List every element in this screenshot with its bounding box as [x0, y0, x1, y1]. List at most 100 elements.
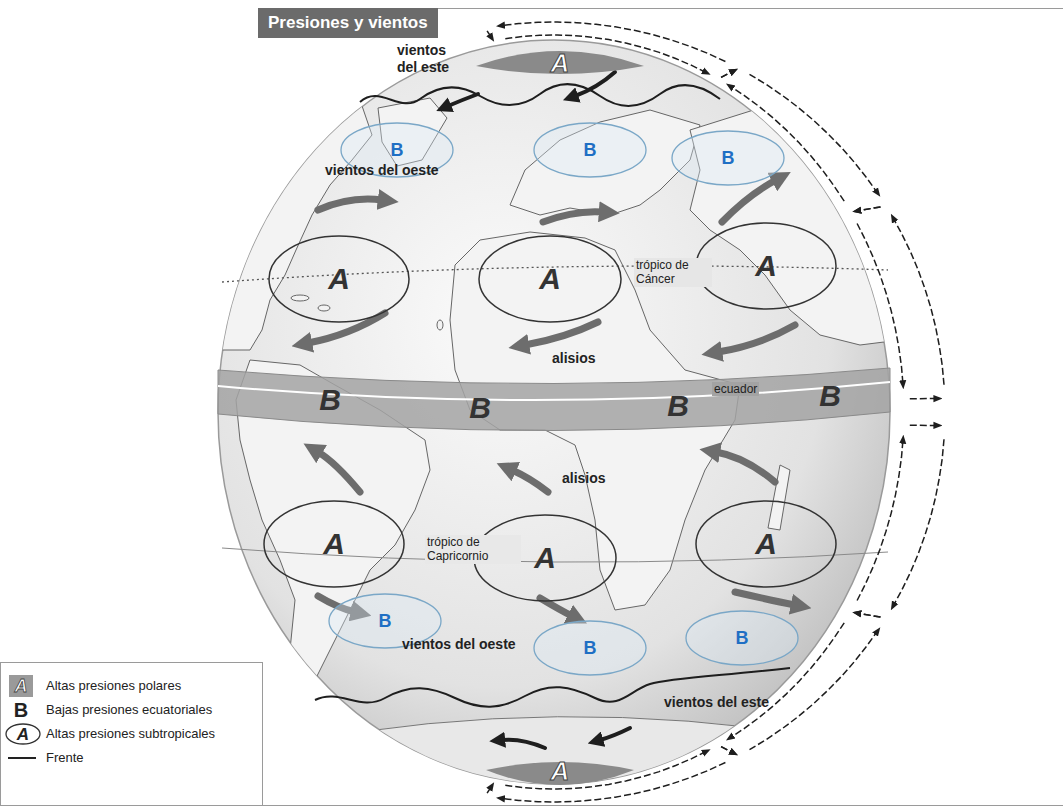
- pressure-letter: B: [819, 381, 841, 411]
- pressure-letter: B: [722, 149, 735, 167]
- legend-symbol: A: [17, 726, 29, 743]
- easterly-arrow: [575, 72, 615, 96]
- pressure-ellipse: [264, 501, 404, 587]
- trade-wind-arrow: [525, 322, 598, 345]
- westerly-arrow: [543, 212, 603, 222]
- legend-box: [1, 663, 263, 806]
- map-label: ecuador: [712, 382, 759, 396]
- westerly-arrow: [735, 592, 795, 605]
- easterly-arrow: [448, 94, 478, 106]
- trade-wind-arrow: [718, 325, 795, 352]
- pressure-letter: A: [539, 264, 561, 294]
- pressure-letter: A: [534, 543, 556, 573]
- legend-symbol: B: [14, 700, 28, 720]
- easterly-arrow: [600, 728, 630, 740]
- equatorial-band: [218, 368, 890, 431]
- circulation-arrow: [856, 613, 881, 617]
- continents: [200, 98, 900, 807]
- pressure-ellipse: [269, 236, 409, 322]
- trade-wind-arrow: [716, 452, 775, 482]
- trade-wind-arrow: [318, 452, 360, 492]
- circulation-arrow: [721, 70, 735, 77]
- island: [318, 305, 330, 311]
- legend-text: Altas presiones subtropicales: [46, 726, 215, 742]
- pressure-letter: B: [584, 141, 597, 159]
- title-tab: Presiones y vientos: [258, 8, 438, 38]
- polar-high: A: [480, 748, 640, 794]
- map-label: vientos del oeste: [325, 162, 439, 179]
- legend-symbol: A: [15, 677, 28, 695]
- antarctica: [300, 717, 820, 807]
- pressure-ellipse: [696, 223, 836, 309]
- circulation-arrow: [856, 613, 881, 617]
- node-outline: [218, 360, 890, 450]
- equatorial-low-band: BBBB: [218, 360, 890, 450]
- pressure-letter: A: [551, 758, 570, 784]
- pressure-letter: B: [319, 385, 341, 415]
- equator-line: [218, 382, 890, 400]
- frame-line: [262, 805, 1063, 806]
- island: [291, 295, 309, 301]
- pressure-letter: B: [667, 391, 689, 421]
- front-line: [360, 84, 720, 106]
- circulation-arrow: [487, 31, 492, 39]
- circulation-arrow: [857, 438, 903, 600]
- north-america: [200, 100, 372, 350]
- pressure-letter: B: [379, 612, 392, 630]
- circulation-arrow: [856, 207, 881, 211]
- pressure-letter: A: [755, 529, 777, 559]
- easterly-arrow: [502, 740, 545, 748]
- circulation-arrow: [893, 439, 944, 607]
- pressure-ellipse: [686, 611, 798, 665]
- subtropical-high: A: [478, 235, 622, 323]
- pressure-letter: A: [323, 529, 345, 559]
- pressure-letter: B: [469, 393, 491, 423]
- subpolar-low: B: [671, 130, 785, 186]
- subtropical-high: A: [263, 500, 405, 588]
- subpolar-low: B: [533, 122, 647, 178]
- subpolar-low: B: [533, 620, 647, 676]
- circulation-arrow: [910, 424, 939, 426]
- pressure-letter: A: [755, 251, 777, 281]
- pressure-letter: B: [391, 141, 404, 159]
- pressure-ellipse: [534, 123, 646, 177]
- circulation-arrow: [487, 785, 492, 793]
- map-label: alisios: [562, 470, 606, 487]
- pressure-ellipse: [534, 621, 646, 675]
- circulation-arrow: [893, 217, 944, 385]
- subpolar-low: B: [685, 610, 799, 666]
- pressure-letter: A: [328, 264, 350, 294]
- trade-wind-arrow: [308, 313, 385, 343]
- circulation-arrow: [721, 70, 735, 77]
- pressure-ellipse: [479, 236, 621, 322]
- westerly-arrow: [722, 180, 776, 222]
- circulation-arrow: [910, 398, 939, 400]
- subtropical-high: A: [695, 222, 837, 310]
- map-label: trópico de Cáncer: [634, 258, 712, 287]
- pressure-letter: A: [551, 50, 570, 76]
- legend-sample: [8, 757, 36, 759]
- subtropical-high: A: [695, 500, 837, 588]
- map-label: alisios: [552, 350, 596, 367]
- map-label: vientos del este: [664, 694, 769, 711]
- trade-wind-arrow: [512, 470, 548, 492]
- europe: [510, 110, 700, 215]
- legend-sample: [9, 675, 33, 697]
- pressure-letter: B: [736, 629, 749, 647]
- legend-text: Altas presiones polares: [46, 678, 181, 694]
- map-label: trópico de Capricornio: [425, 535, 521, 564]
- circulation-arrow: [721, 747, 735, 754]
- pressure-letter: B: [584, 639, 597, 657]
- map-label: vientos del este: [397, 42, 463, 76]
- legend-text: Bajas presiones ecuatoriales: [46, 702, 212, 718]
- circulation-arrow: [856, 207, 881, 211]
- westerly-arrow: [318, 199, 382, 210]
- polar-high: A: [470, 38, 650, 88]
- pressure-ellipse: [696, 501, 836, 587]
- circulation-arrow: [721, 747, 735, 754]
- legend-text: Frente: [46, 750, 84, 766]
- island: [437, 320, 443, 330]
- pressure-ellipse: [672, 131, 784, 185]
- circulation-arrow: [857, 224, 903, 386]
